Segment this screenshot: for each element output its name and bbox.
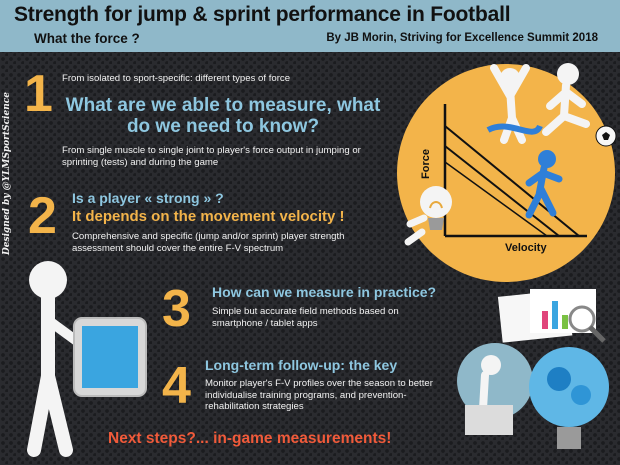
- section-4-heading: Long-term follow-up: the key: [205, 357, 398, 373]
- gear-bulb-icon: [529, 347, 609, 427]
- kicker-figure: [542, 63, 590, 136]
- section-3-number: 3: [162, 280, 191, 338]
- players-illustration: [486, 63, 617, 147]
- next-steps-callout: Next steps?... in-game measurements!: [108, 430, 392, 447]
- header-banner: Strength for jump & sprint performance i…: [0, 0, 620, 52]
- section-1-number: 1: [24, 65, 53, 123]
- byline: By JB Morin, Striving for Excellence Sum…: [326, 32, 598, 44]
- football-icon: [595, 125, 617, 147]
- lightbulb-figure: [404, 186, 452, 246]
- section-3-heading: How can we measure in practice?: [212, 284, 437, 300]
- jumper-figure: [486, 64, 543, 144]
- section-2-body: Comprehensive and specific (jump and/or …: [72, 231, 345, 254]
- page-subtitle: What the force ?: [34, 31, 140, 46]
- section-4-number: 4: [162, 357, 191, 415]
- laptop-bg-circle: [457, 343, 533, 419]
- fv-profile-line-2: [444, 145, 560, 237]
- laptop-icon: [465, 405, 513, 435]
- fv-profile-line-3: [444, 161, 548, 237]
- section-2-heading: Is a player « strong » ?: [72, 190, 224, 206]
- designer-credit: Designed by @YLMSportScience: [2, 92, 12, 255]
- section-3-body: Simple but accurate field methods based …: [212, 306, 399, 329]
- fv-x-axis-label: Velocity: [505, 242, 547, 254]
- page-title: Strength for jump & sprint performance i…: [14, 3, 511, 26]
- analytics-illustration: [457, 343, 609, 449]
- sprinter-figure: [525, 150, 563, 219]
- tablet-figure: [27, 261, 147, 457]
- magnifier-icon: [568, 305, 596, 333]
- fv-graph: Force Velocity: [420, 104, 587, 254]
- section-2-number: 2: [28, 187, 57, 245]
- section-1-body: From single muscle to single joint to pl…: [62, 145, 361, 168]
- charts-illustration: [497, 289, 606, 343]
- fv-profile-line-1: [444, 125, 580, 237]
- section-2-emphasis: It depends on the movement velocity !: [72, 208, 345, 225]
- section-4-body: Monitor player's F-V profiles over the s…: [205, 378, 433, 412]
- fv-y-axis-label: Force: [420, 149, 432, 179]
- section-1-question: What are we able to measure, what do we …: [65, 95, 381, 137]
- section-1-intro: From isolated to sport-specific: differe…: [62, 73, 291, 84]
